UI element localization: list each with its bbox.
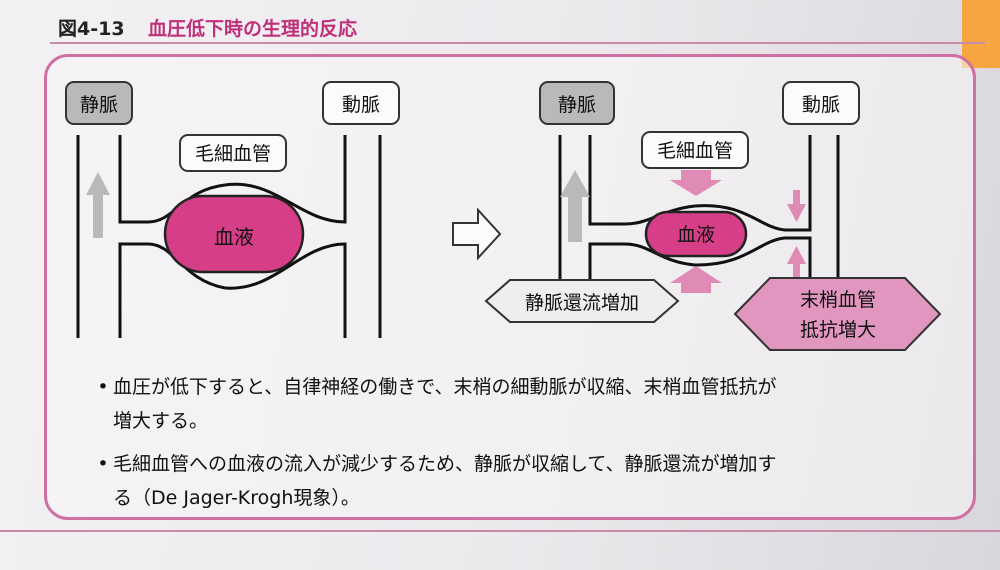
right-panel: 血液 静脈 動脈 毛細血管 静脈還流増加	[484, 81, 942, 351]
venous-return-hexagon	[484, 279, 680, 323]
left-artery-label: 動脈	[342, 94, 380, 116]
left-capillary-and-artery	[224, 135, 382, 338]
left-vein-flow-arrow	[86, 172, 110, 238]
bottom-divider	[0, 530, 1000, 532]
left-capillary-label: 毛細血管	[195, 143, 271, 165]
title-divider	[50, 42, 985, 44]
note-bullet: •	[97, 453, 109, 475]
right-vein-box	[539, 81, 615, 125]
right-blood-label: 血液	[677, 224, 715, 246]
right-blood-blob	[644, 210, 748, 258]
left-blood-label: 血液	[214, 225, 254, 249]
left-panel: 血液 静脈 動脈 毛細血管	[65, 81, 400, 338]
arteriole-constrict-arrow-top	[787, 190, 806, 222]
right-capillary-label: 毛細血管	[657, 140, 733, 162]
left-artery-box	[322, 81, 400, 125]
peripheral-resistance-label-line2: 抵抗増大	[800, 319, 876, 341]
right-vein-flow-arrow	[560, 170, 590, 242]
left-blood-blob	[163, 194, 305, 274]
capillary-compress-arrow-top	[670, 170, 722, 196]
note-bullet: •	[97, 376, 109, 398]
right-capillary-and-artery	[694, 135, 840, 285]
left-vein-label: 静脈	[80, 94, 118, 116]
right-vein-tube	[558, 135, 696, 286]
note-line: る（De Jager-Krogh現象）。	[113, 487, 360, 509]
note-line: 血圧が低下すると、自律神経の働きで、末梢の細動脈が収縮、末梢血管抵抗が	[113, 376, 777, 398]
note-line: 増大する。	[113, 410, 209, 432]
right-artery-box	[782, 81, 860, 125]
orange-page-tab	[962, 0, 1000, 68]
capillary-compress-arrow-bottom	[670, 266, 722, 293]
right-vein-label: 静脈	[558, 94, 596, 116]
figure-title: 血圧低下時の生理的反応	[148, 18, 358, 40]
right-capillary-box	[641, 131, 749, 169]
peripheral-resistance-label-line1: 末梢血管	[800, 289, 876, 311]
venous-return-label: 静脈還流増加	[525, 292, 639, 314]
left-vein-box	[65, 81, 133, 125]
transition-arrow	[452, 207, 502, 261]
peripheral-resistance-hexagon	[733, 277, 942, 351]
note-line: 毛細血管への血液の流入が減少するため、静脈が収縮して、静脈還流が増加す	[113, 453, 777, 475]
figure-label: 図4-13	[58, 18, 125, 40]
arteriole-constrict-arrow-bottom	[787, 246, 806, 282]
right-artery-label: 動脈	[802, 94, 840, 116]
left-capillary-box	[179, 134, 287, 172]
